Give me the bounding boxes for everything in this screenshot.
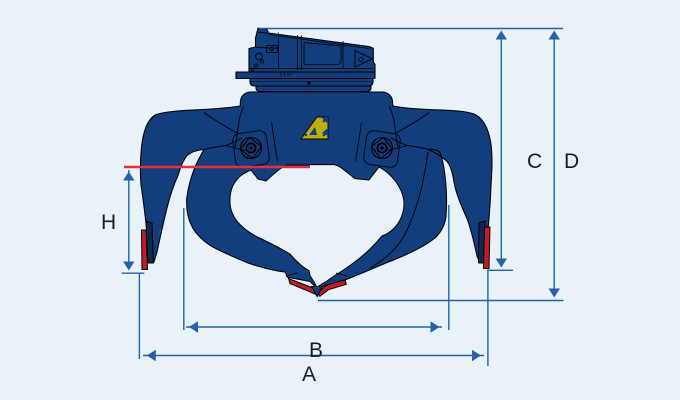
svg-text:B: B — [309, 339, 323, 362]
svg-text:H: H — [101, 211, 116, 234]
svg-text:D: D — [564, 150, 579, 173]
svg-text:C: C — [527, 150, 542, 173]
svg-text:A: A — [302, 363, 316, 386]
